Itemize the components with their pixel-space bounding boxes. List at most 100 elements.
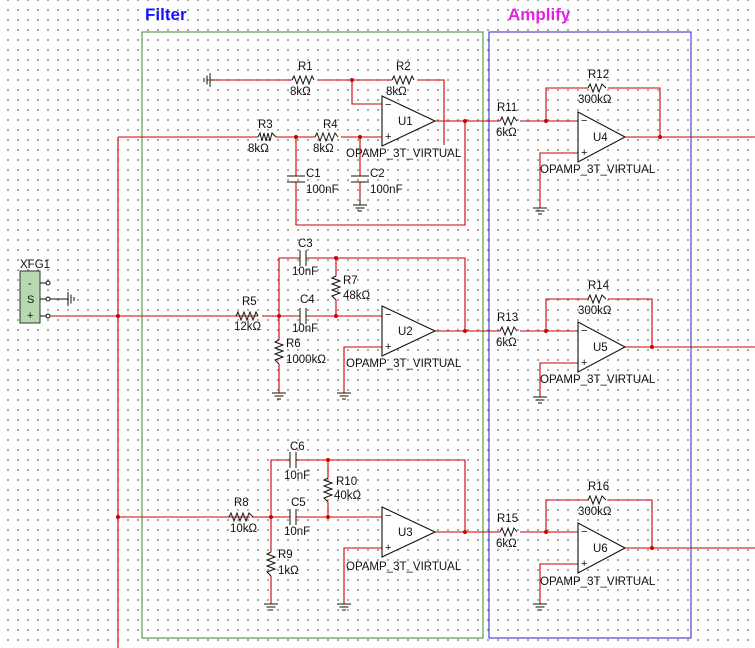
c5-value-label: 10nF (284, 526, 310, 538)
c6-ref-label: C6 (290, 441, 305, 453)
r3-value-label: 8kΩ (248, 143, 269, 155)
amplify-section-title: Amplify (508, 5, 571, 24)
c5-ref-label: C5 (291, 497, 306, 509)
u5-ref-label: U5 (593, 342, 608, 354)
r6-ref-label: R6 (286, 338, 301, 350)
r8-value-label: 10kΩ (230, 523, 258, 535)
r3-ref-label: R3 (258, 119, 273, 131)
r7-value-label: 48kΩ (343, 290, 371, 302)
ground-icon (337, 603, 351, 611)
r1-value-label: 8kΩ (290, 86, 311, 98)
u4-model-label: OPAMP_3T_VIRTUAL (540, 164, 656, 176)
resistor-r1[interactable]: R1 8kΩ (290, 61, 315, 98)
opamp-u5[interactable]: − + U5 OPAMP_3T_VIRTUAL (540, 321, 656, 386)
c1-value-label: 100nF (306, 184, 339, 196)
r5-ref-label: R5 (242, 296, 257, 308)
ground-icon (533, 396, 547, 404)
r11-value-label: 6kΩ (496, 127, 517, 139)
r6-value-label: 1000kΩ (286, 354, 326, 366)
svg-text:−: − (581, 115, 587, 127)
resistor-r16[interactable]: R16 300kΩ (578, 481, 612, 518)
ground-icon (533, 207, 547, 215)
resistor-r15[interactable]: R15 6kΩ (496, 513, 518, 550)
u3-model-label: OPAMP_3T_VIRTUAL (346, 561, 462, 573)
capacitor-c3[interactable]: C3 10nF (292, 238, 318, 278)
resistor-r12[interactable]: R12 300kΩ (578, 69, 612, 106)
r10-ref-label: R10 (336, 476, 357, 488)
generator-pin-s: S (27, 294, 34, 306)
resistor-r11[interactable]: R11 6kΩ (496, 102, 518, 139)
svg-text:−: − (385, 309, 391, 321)
svg-text:+: + (581, 147, 587, 159)
u2-model-label: OPAMP_3T_VIRTUAL (346, 358, 462, 370)
svg-text:+: + (385, 131, 391, 143)
capacitor-c4[interactable]: C4 10nF (292, 294, 318, 335)
r9-value-label: 1kΩ (278, 565, 299, 577)
opamp-u1[interactable]: − + U1 OPAMP_3T_VIRTUAL (346, 95, 462, 160)
r15-value-label: 6kΩ (496, 538, 517, 550)
generator-pin-minus: - (28, 278, 32, 290)
r1-ref-label: R1 (298, 61, 313, 73)
capacitor-c5[interactable]: C5 10nF (284, 497, 310, 538)
resistor-r6[interactable]: R6 1000kΩ (273, 338, 326, 366)
svg-text:−: − (385, 510, 391, 522)
resistor-r8[interactable]: R8 10kΩ (228, 497, 258, 535)
u3-ref-label: U3 (398, 527, 413, 539)
r10-value-label: 40kΩ (334, 490, 362, 502)
r5-value-label: 12kΩ (234, 321, 262, 333)
resistor-r3[interactable]: R3 8kΩ (248, 119, 277, 155)
r16-ref-label: R16 (588, 481, 609, 493)
resistor-r14[interactable]: R14 300kΩ (578, 280, 612, 317)
r12-ref-label: R12 (588, 69, 609, 81)
r11-ref-label: R11 (497, 102, 517, 114)
opamp-u2[interactable]: − + U2 OPAMP_3T_VIRTUAL (346, 305, 462, 370)
ground-icon (264, 603, 278, 611)
opamp-u3[interactable]: − + U3 OPAMP_3T_VIRTUAL (346, 506, 462, 573)
capacitor-c6[interactable]: C6 10nF (284, 441, 310, 482)
r15-ref-label: R15 (497, 513, 518, 525)
svg-text:−: − (581, 325, 587, 337)
opamp-u6[interactable]: − + U6 OPAMP_3T_VIRTUAL (540, 522, 656, 588)
resistor-r5[interactable]: R5 12kΩ (234, 296, 262, 333)
resistor-r7[interactable]: R7 48kΩ (330, 275, 371, 302)
u5-model-label: OPAMP_3T_VIRTUAL (540, 374, 656, 386)
r14-ref-label: R14 (588, 280, 610, 292)
c3-ref-label: C3 (298, 238, 313, 250)
svg-text:−: − (385, 99, 391, 111)
r4-value-label: 8kΩ (313, 143, 334, 155)
function-generator-xfg1[interactable]: XFG1 - S + (19, 259, 64, 324)
u1-ref-label: U1 (398, 116, 413, 128)
c3-value-label: 10nF (292, 266, 318, 278)
r16-value-label: 300kΩ (578, 506, 612, 518)
capacitor-c2[interactable]: C2 100nF (351, 168, 403, 196)
u4-ref-label: U4 (593, 132, 608, 144)
resistor-r13[interactable]: R13 6kΩ (496, 312, 518, 349)
resistor-r4[interactable]: R4 8kΩ (313, 119, 339, 155)
u6-ref-label: U6 (593, 543, 608, 555)
r13-value-label: 6kΩ (496, 337, 517, 349)
ground-icon (337, 392, 351, 400)
r13-ref-label: R13 (497, 312, 518, 324)
svg-text:+: + (385, 542, 391, 554)
resistor-r2[interactable]: R2 8kΩ (386, 61, 415, 98)
u1-model-label: OPAMP_3T_VIRTUAL (346, 148, 462, 160)
c1-ref-label: C1 (306, 168, 321, 180)
svg-text:+: + (581, 357, 587, 369)
c4-value-label: 10nF (292, 323, 318, 335)
junction-dots (116, 78, 662, 550)
r12-value-label: 300kΩ (578, 94, 612, 106)
generator-ref-label: XFG1 (20, 259, 50, 271)
opamp-u4[interactable]: − + U4 OPAMP_3T_VIRTUAL (540, 111, 656, 176)
u2-ref-label: U2 (398, 326, 413, 338)
r14-value-label: 300kΩ (578, 305, 612, 317)
resistor-r10[interactable]: R10 40kΩ (322, 476, 362, 503)
r9-ref-label: R9 (278, 549, 293, 561)
c6-value-label: 10nF (284, 470, 310, 482)
r4-ref-label: R4 (323, 119, 338, 131)
r7-ref-label: R7 (343, 275, 358, 287)
ground-icon (272, 392, 286, 400)
capacitor-c1[interactable]: C1 100nF (287, 168, 339, 196)
resistor-r9[interactable]: R9 1kΩ (265, 549, 299, 577)
